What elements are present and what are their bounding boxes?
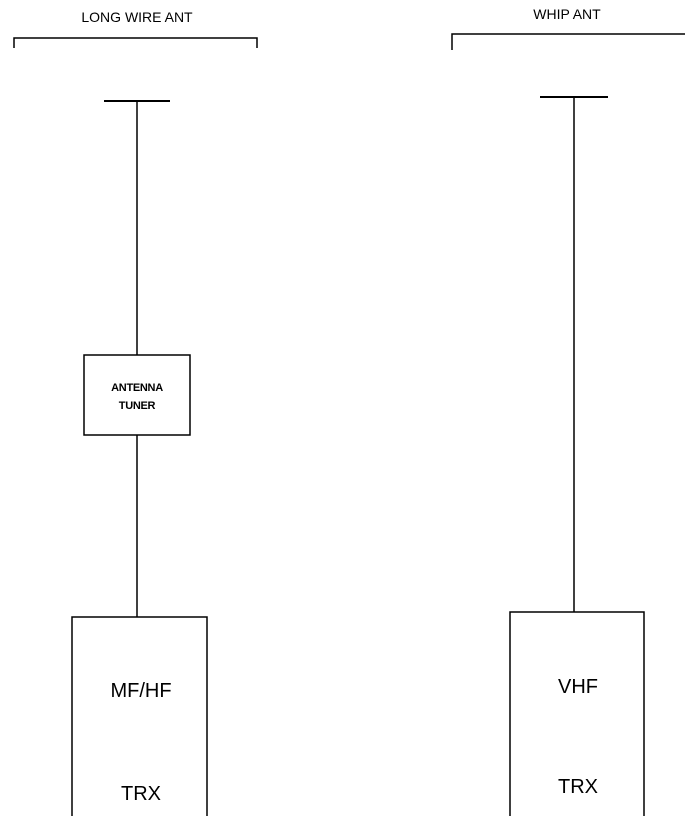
long-wire-ant-label: LONG WIRE ANT bbox=[81, 9, 193, 25]
antenna-tuner: ANTENNA TUNER bbox=[83, 354, 191, 436]
mf-hf-trx-label: TRX bbox=[121, 783, 161, 805]
antenna-tuner-label-line2: TUNER bbox=[119, 400, 156, 412]
vhf-label: VHF bbox=[558, 676, 598, 698]
vhf-transceiver-box bbox=[509, 611, 645, 816]
whip-ant-bracket bbox=[451, 33, 685, 50]
antenna-tuner-label-line1: ANTENNA bbox=[111, 382, 163, 394]
whip-ant-label: WHIP ANT bbox=[533, 6, 601, 22]
antenna-tuner-box bbox=[83, 354, 191, 436]
mf-hf-transceiver: MF/HF TRX bbox=[71, 616, 208, 816]
mf-hf-label: MF/HF bbox=[110, 680, 171, 702]
vhf-transceiver: VHF TRX bbox=[509, 611, 645, 816]
vhf-trx-label: TRX bbox=[558, 776, 598, 798]
long-wire-antenna-section: LONG WIRE ANT ANTENNA TUNER MF/HF TRX bbox=[13, 9, 258, 816]
whip-antenna-section: WHIP ANT VHF TRX bbox=[451, 6, 685, 816]
mf-hf-transceiver-box bbox=[71, 616, 208, 816]
long-wire-ant-bracket bbox=[13, 37, 258, 48]
